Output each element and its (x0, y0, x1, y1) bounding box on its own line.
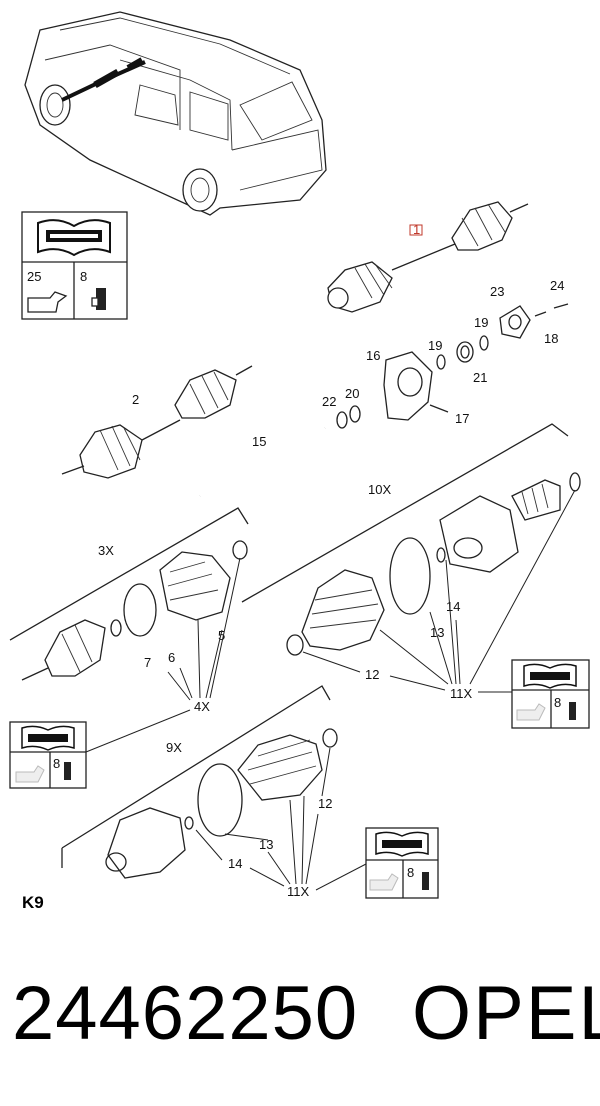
oil-can-icon (516, 703, 546, 721)
book-wrench-icon (21, 725, 75, 751)
callout-6: 6 (168, 650, 175, 665)
callout-19-b: 19 (474, 315, 488, 330)
oil-can-icon (369, 873, 399, 891)
service-info-box: 25 8 (21, 211, 128, 320)
book-wrench-icon (37, 219, 111, 257)
callout-9x: 9X (166, 740, 182, 755)
callout-22: 22 (322, 394, 336, 409)
callout-18: 18 (544, 331, 558, 346)
consumable-ref-b: 8 (407, 865, 414, 880)
grease-tube-icon (569, 702, 576, 720)
callout-13-a: 13 (430, 625, 444, 640)
intermediate-bearing-parts: 16 17 18 19 19 20 21 22 23 24 (322, 278, 569, 429)
grease-tube-icon (64, 762, 71, 780)
callout-14-a: 14 (446, 599, 460, 614)
callout-11x-a: 11X (450, 686, 472, 701)
service-info-box: 8 (478, 659, 590, 729)
grease-tube-icon (422, 872, 429, 890)
callout-15: 15 (252, 434, 266, 449)
part-footer: 24462250 OPEL (0, 970, 600, 1090)
service-info-box: 8 (9, 709, 191, 789)
callout-11x-b: 11X (287, 884, 309, 899)
consumable-ref-a: 25 (27, 269, 41, 284)
intermediate-shaft: 15 (199, 426, 326, 498)
oil-can-icon (27, 291, 68, 313)
inner-joint-kit-10x: 10X 12 13 14 11X (241, 423, 581, 701)
consumable-ref-b: 8 (554, 695, 561, 710)
callout-12-b: 12 (318, 796, 332, 811)
inner-joint-kit-9x: 9X 12 13 14 11X (61, 685, 338, 899)
callout-14-b: 14 (228, 856, 242, 871)
callout-23: 23 (490, 284, 504, 299)
callout-2: 2 (132, 392, 139, 407)
section-code: K9 (22, 893, 44, 912)
callout-3x: 3X (98, 543, 114, 558)
exploded-parts-diagram: 25 8 1 16 17 1 (9, 11, 590, 912)
consumable-ref-b: 8 (80, 269, 87, 284)
callout-1: 1 (413, 222, 420, 237)
grease-tube-icon (91, 288, 106, 310)
callout-7: 7 (144, 655, 151, 670)
outer-joint-kit: 3X 5 6 7 4X (9, 507, 249, 714)
callout-5: 5 (218, 628, 225, 643)
service-info-box: 8 (315, 827, 439, 899)
brand-name: OPEL (412, 971, 600, 1056)
callout-12-a: 12 (365, 667, 379, 682)
consumable-ref-b: 8 (53, 756, 60, 771)
callout-4x: 4X (194, 699, 210, 714)
callout-24: 24 (550, 278, 564, 293)
callout-17: 17 (455, 411, 469, 426)
oil-can-icon (15, 765, 45, 783)
book-wrench-icon (375, 831, 429, 857)
drive-shaft-assembly-2: 2 (61, 365, 253, 479)
book-wrench-icon (523, 663, 577, 689)
callout-13-b: 13 (259, 837, 273, 852)
callout-16: 16 (366, 348, 380, 363)
part-number: 24462250 (12, 971, 359, 1056)
vehicle-illustration (24, 11, 327, 216)
drive-shaft-assembly-1: 1 (327, 201, 529, 313)
callout-19-a: 19 (428, 338, 442, 353)
callout-21: 21 (473, 370, 487, 385)
callout-10x: 10X (368, 482, 391, 497)
callout-20: 20 (345, 386, 359, 401)
